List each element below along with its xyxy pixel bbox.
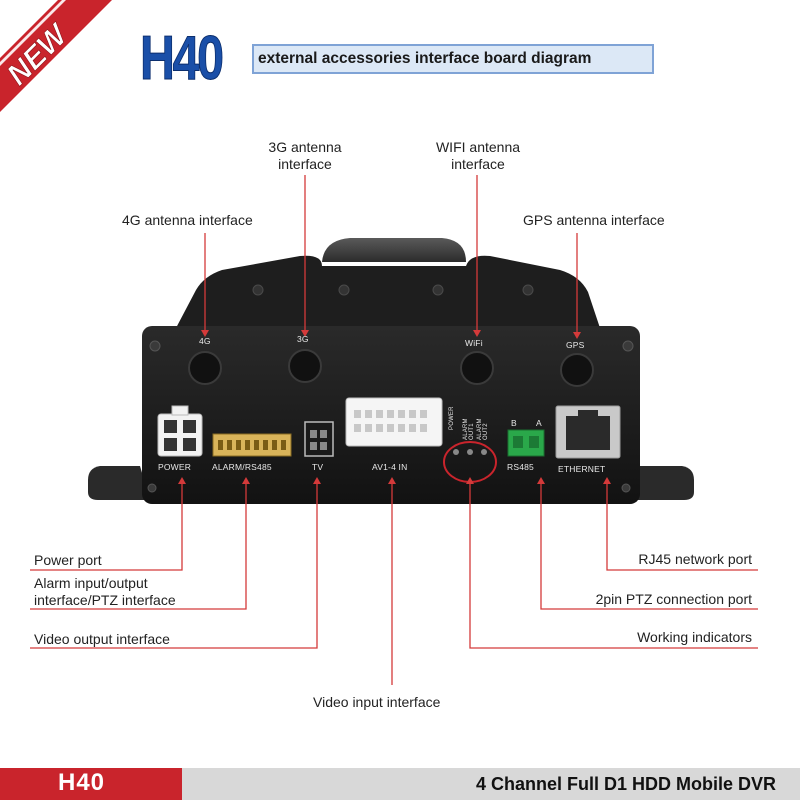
title-subtitle: external accessories interface board dia… bbox=[258, 50, 592, 67]
device-label-av: AV1-4 IN bbox=[372, 462, 408, 472]
tv-connector bbox=[304, 421, 334, 457]
label-wifi-line2: interface bbox=[451, 156, 505, 172]
led-alarm-out2 bbox=[481, 449, 487, 455]
device-label-wifi: WiFi bbox=[465, 338, 483, 348]
device-label-rs485-a: A bbox=[536, 418, 542, 428]
antenna-wifi-connector bbox=[460, 351, 494, 385]
new-badge: NEW bbox=[0, 0, 112, 112]
device-label-power: POWER bbox=[158, 462, 192, 472]
device-label-led-power: POWER bbox=[449, 406, 455, 430]
label-alarm-io-line1: Alarm input/output bbox=[34, 575, 148, 591]
title-model: H40 bbox=[140, 24, 225, 93]
label-alarm-io: Alarm input/output interface/PTZ interfa… bbox=[34, 575, 176, 609]
label-alarm-io-line2: interface/PTZ interface bbox=[34, 592, 176, 608]
antenna-gps-connector bbox=[560, 353, 594, 387]
label-power-port: Power port bbox=[34, 552, 102, 568]
led-alarm-out1 bbox=[467, 449, 473, 455]
device-label-ethernet: ETHERNET bbox=[558, 464, 606, 474]
device-label-tv: TV bbox=[312, 462, 324, 472]
footer-product: 4 Channel Full D1 HDD Mobile DVR bbox=[475, 774, 776, 794]
device-label-3g: 3G bbox=[297, 334, 309, 344]
label-3g-line1: 3G antenna bbox=[268, 139, 342, 155]
title-subtitle-box bbox=[252, 44, 654, 74]
alarm-rs485-connector bbox=[212, 433, 292, 457]
label-video-input: Video input interface bbox=[313, 694, 441, 710]
antenna-4g-connector bbox=[188, 351, 222, 385]
footer-model-box bbox=[0, 768, 182, 800]
label-wifi-line1: WIFI antenna bbox=[435, 139, 521, 155]
right-flange bbox=[630, 466, 694, 500]
label-video-output: Video output interface bbox=[34, 631, 170, 647]
label-4g-antenna: 4G antenna interface bbox=[122, 212, 253, 228]
antenna-3g-connector bbox=[288, 349, 322, 383]
label-rj45: RJ45 network port bbox=[638, 551, 752, 567]
label-working-indicators: Working indicators bbox=[637, 629, 752, 645]
label-ptz-port: 2pin PTZ connection port bbox=[595, 591, 752, 607]
device-label-alarm: ALARM/RS485 bbox=[212, 462, 272, 472]
label-gps-antenna: GPS antenna interface bbox=[523, 212, 665, 228]
label-wifi-antenna: WIFI antenna interface bbox=[418, 139, 538, 173]
device-label-led-alarm2: ALARM OUT2 bbox=[477, 418, 489, 440]
label-3g-antenna: 3G antenna interface bbox=[250, 139, 360, 173]
device-label-rs485: RS485 bbox=[507, 462, 534, 472]
device-label-4g: 4G bbox=[199, 336, 211, 346]
led-power bbox=[453, 449, 459, 455]
device-label-led-alarm1: ALARM OUT1 bbox=[463, 418, 475, 440]
upper-housing bbox=[176, 255, 600, 328]
av-input-connector bbox=[345, 397, 443, 447]
device-label-rs485-b: B bbox=[511, 418, 517, 428]
top-cap bbox=[322, 238, 466, 262]
label-3g-line2: interface bbox=[278, 156, 332, 172]
leader-lines bbox=[30, 175, 758, 685]
footer-model: H40 bbox=[58, 769, 106, 796]
left-flange bbox=[88, 466, 150, 500]
device-label-gps: GPS bbox=[566, 340, 585, 350]
